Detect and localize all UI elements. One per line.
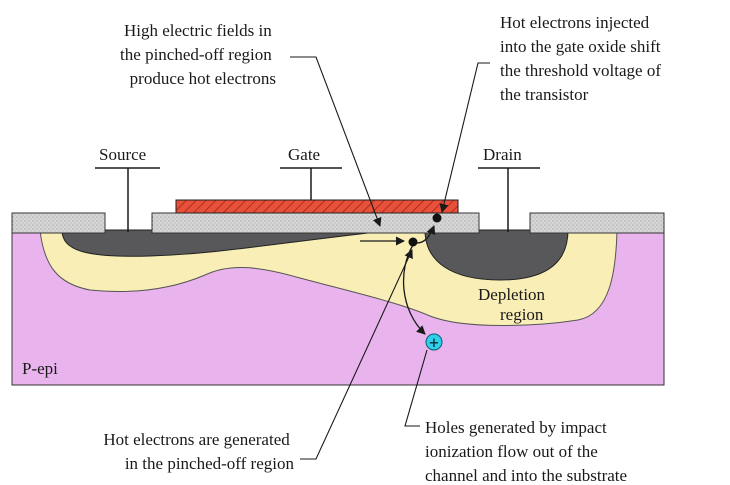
depletion-label-line2: region [500, 305, 544, 324]
source-diffusion [61, 229, 369, 257]
field-oxide-left [11, 212, 106, 234]
hole-symbol: + [429, 336, 440, 351]
leader-holes [404, 349, 428, 427]
carrier-paths [360, 225, 436, 335]
leader-generated [300, 249, 413, 460]
depletion-label-line1: Depletion [478, 285, 546, 304]
hole-flow-arrow [402, 244, 426, 335]
leader-high-field [290, 56, 382, 227]
hot-electron-injected [432, 213, 442, 223]
gate-oxide [151, 212, 480, 234]
hole-icon: + [425, 333, 443, 351]
gate-electrode [175, 199, 459, 214]
terminal-leads [95, 167, 540, 232]
hot-electron-channel [408, 237, 418, 247]
leader-lines [290, 56, 490, 460]
substrate-label: P-epi [22, 359, 58, 378]
source-label: Source [99, 145, 146, 164]
annotation-injected: Hot electrons injected into the gate oxi… [500, 13, 665, 104]
drain-label: Drain [483, 145, 522, 164]
drain-diffusion [424, 229, 569, 281]
annotation-generated: Hot electrons are generated in the pinch… [103, 430, 294, 473]
leader-injected [439, 62, 490, 213]
annotation-high-field: High electric fields in the pinched-off … [120, 21, 276, 88]
annotation-holes: Holes generated by impact ionization flo… [425, 418, 627, 485]
gate-label: Gate [288, 145, 320, 164]
field-oxide-right [529, 212, 665, 234]
electron-injection-arrow [416, 225, 436, 244]
